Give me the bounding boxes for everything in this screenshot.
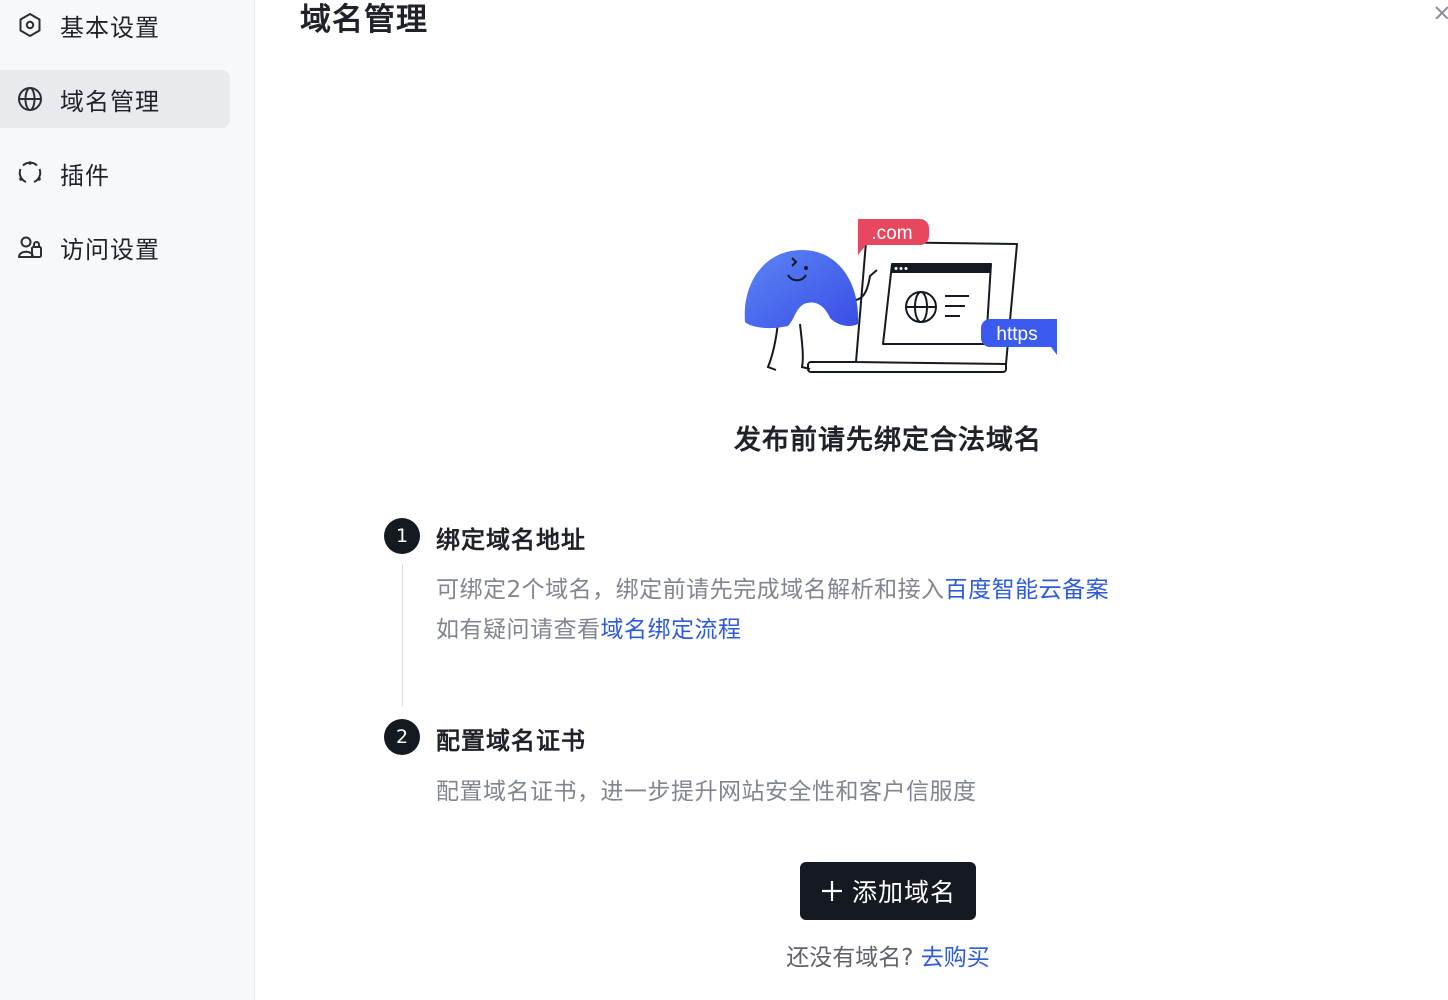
- sidebar-item-domain-management[interactable]: 域名管理: [0, 70, 230, 128]
- sidebar-item-label: 基本设置: [60, 13, 160, 42]
- sidebar-item-plugins[interactable]: 插件: [0, 144, 230, 202]
- binding-process-link[interactable]: 域名绑定流程: [600, 617, 742, 643]
- step-2-description: 配置域名证书，进一步提升网站安全性和客户信服度: [436, 779, 977, 805]
- sidebar: 基本设置 域名管理 插件: [0, 0, 255, 1000]
- plus-icon: [820, 879, 844, 903]
- headline: 发布前请先绑定合法域名: [734, 425, 1042, 456]
- step-2-number: 2: [384, 719, 420, 755]
- step-connector-line: [402, 564, 403, 706]
- step-1-description: 可绑定2个域名，绑定前请先完成域名解析和接入百度智能云备案: [436, 570, 1109, 604]
- gear-icon: [16, 11, 44, 39]
- step-1-desc-text: 可绑定2个域名，绑定前请先完成域名解析和接入: [436, 577, 945, 603]
- no-domain-text: 还没有域名?: [786, 945, 914, 971]
- https-badge-label: https: [996, 324, 1037, 345]
- buy-domain-link[interactable]: 去购买: [920, 945, 990, 971]
- step-1-title: 绑定域名地址: [436, 526, 586, 554]
- com-badge-label: .com: [871, 223, 912, 244]
- users-icon: [16, 233, 44, 261]
- sidebar-item-label: 插件: [60, 161, 110, 190]
- sidebar-item-basic-settings[interactable]: 基本设置: [0, 0, 230, 54]
- step-1-help-text: 如有疑问请查看: [436, 617, 601, 643]
- domain-illustration: .com https: [744, 219, 1057, 373]
- sidebar-item-label: 访问设置: [60, 235, 160, 264]
- icp-filing-link[interactable]: 百度智能云备案: [944, 577, 1110, 603]
- add-domain-label: 添加域名: [851, 878, 956, 907]
- close-icon[interactable]: [1434, 0, 1448, 22]
- page-title: 域名管理: [300, 2, 428, 38]
- step-1-number: 1: [384, 518, 420, 554]
- step-1-help: 如有疑问请查看域名绑定流程: [436, 610, 742, 644]
- sidebar-item-access-settings[interactable]: 访问设置: [0, 218, 230, 276]
- add-domain-button[interactable]: 添加域名: [800, 862, 976, 920]
- sidebar-item-label: 域名管理: [60, 87, 160, 116]
- step-2-title: 配置域名证书: [436, 727, 586, 755]
- globe-icon: [16, 85, 44, 113]
- plugin-icon: [16, 159, 44, 187]
- buy-domain-prompt: 还没有域名? 去购买: [600, 938, 1176, 972]
